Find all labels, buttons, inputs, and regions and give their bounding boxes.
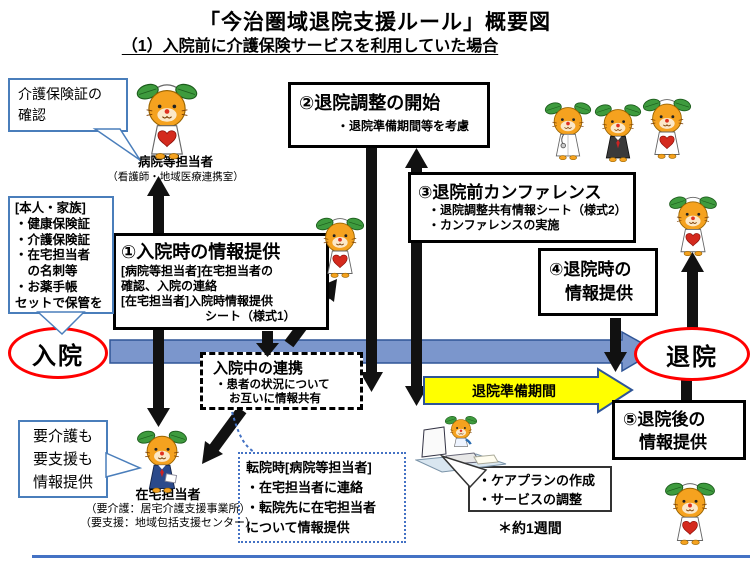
step3-line: ・カンファレンスの実施 [428,218,560,232]
one-week-note: ＊約1週間 [498,520,562,536]
care-plan-bubble: ・ケアプランの作成 ・サービスの調整 [468,466,612,512]
step2-title: ②退院調整の開始 [299,93,441,113]
step1-line: 確認、入院の連絡 [121,279,218,293]
step1-line: [病院等担当者]在宅担当者の [121,264,273,278]
step4-title-1: ④退院時の [549,260,632,279]
mascot-conference-nurse-icon [640,94,694,161]
family-line: ・介護保険証 [15,232,91,247]
step5-title-1: ⑤退院後の [623,410,706,429]
page-title: 「今治圏域退院支援ルール」概要図 [199,11,551,34]
mascot-ward-nurse-icon [313,213,367,280]
home-staff-line: 在宅担当者 [135,487,201,502]
care-plan-line: ・ケアプランの作成 [478,473,596,488]
during-admission-title: 入院中の連携 [213,360,304,377]
mascot-hospital-nurse-icon [133,78,201,162]
arrow-up-right-nurse [681,252,704,332]
family-line: ・在宅担当者 [15,248,91,263]
step3-line: ・退院調整共有情報シート（様式2） [428,203,627,217]
page-subtitle: （1）入院前に介護保険サービスを利用していた場合 [121,38,499,55]
mascot-staff-suit-icon [592,100,644,164]
home-staff-label: 在宅担当者 （要介護：居宅介護支援事業所） （要支援：地域包括支援センター） [58,487,278,531]
mascot-after-discharge-nurse-icon [662,478,718,547]
step2-line: ・退院準備期間等を考慮 [337,119,470,133]
insurance-check-line: 介護保険証の [18,86,102,102]
family-line: [本人・家族] [15,201,86,215]
step1-line: [在宅担当者]入院時情報提供 [121,294,273,308]
family-line: ・健康保険証 [15,216,91,231]
mascot-doctor-icon [542,98,594,162]
during-admission-box: 入院中の連携 ・患者の状況について お互いに情報共有 [200,352,363,410]
home-staff-line: （要介護：居宅介護支援事業所） [85,503,251,516]
insurance-check-line: 確認 [18,107,46,123]
mascot-care-manager-laptop-icon [414,412,507,474]
transfer-line: について情報提供 [246,520,350,535]
timeline-arrow [109,330,658,373]
step5-title-2: 情報提供 [639,433,707,452]
family-line: セットで保管を [15,295,103,310]
arrow-step4-down [604,318,627,372]
provide-info-line: 要支援も [32,451,93,468]
provide-info-bubble: 要介護も 要支援も 情報提供 [18,420,108,498]
admission-oval: 入院 [8,327,108,379]
family-line: ・お薬手帳 [15,279,78,294]
transfer-box: 転院時[病院等担当者] ・在宅担当者に連絡 ・転院先に在宅担当者 について情報提… [238,452,406,543]
provide-info-line: 情報提供 [32,474,93,491]
during-admission-line: ・患者の状況について [215,379,330,391]
preparation-period-label: 退院準備期間 [472,383,556,399]
bottom-border-line [32,555,750,558]
mascot-home-staff-icon [134,426,190,495]
transfer-line: 転院時[病院等担当者] [246,460,372,475]
discharge-label: 退院 [666,343,718,371]
family-bubble: [本人・家族] ・健康保険証 ・介護保険証 ・在宅担当者 の名刺等 ・お薬手帳 … [8,196,114,314]
care-plan-line: ・サービスの調整 [478,492,583,507]
step1-line: シート（様式1） [205,309,296,323]
mascot-discharge-nurse-icon [666,192,720,258]
step2-box: ②退院調整の開始 ・退院準備期間等を考慮 [288,82,490,148]
step5-box: ⑤退院後の 情報提供 [612,400,746,460]
step1-box: ①入院時の情報提供 [病院等担当者]在宅担当者の 確認、入院の連絡 [在宅担当者… [113,233,329,330]
during-admission-line: お互いに情報共有 [229,393,321,405]
insurance-check-bubble: 介護保険証の 確認 [8,78,128,132]
transfer-line: ・転院先に在宅担当者 [246,500,377,515]
dotted-connector [231,411,255,453]
arrow-to-homestaff [202,406,247,464]
admission-label: 入院 [32,342,84,370]
hospital-staff-line: （看護師・地域医療連携室） [107,170,244,183]
step3-title: ③退院前カンファレンス [418,183,602,202]
discharge-oval: 退院 [634,327,750,381]
step3-box: ③退院前カンファレンス ・退院調整共有情報シート（様式2） ・カンファレンスの実… [408,172,636,243]
step4-box: ④退院時の 情報提供 [538,248,658,316]
home-staff-line: （要支援：地域包括支援センター） [80,517,256,529]
step4-title-2: 情報提供 [565,284,633,303]
family-line: の名刺等 [15,264,78,279]
provide-info-line: 要介護も [32,428,93,445]
transfer-line: ・在宅担当者に連絡 [246,480,364,495]
step1-title: ①入院時の情報提供 [121,242,281,262]
